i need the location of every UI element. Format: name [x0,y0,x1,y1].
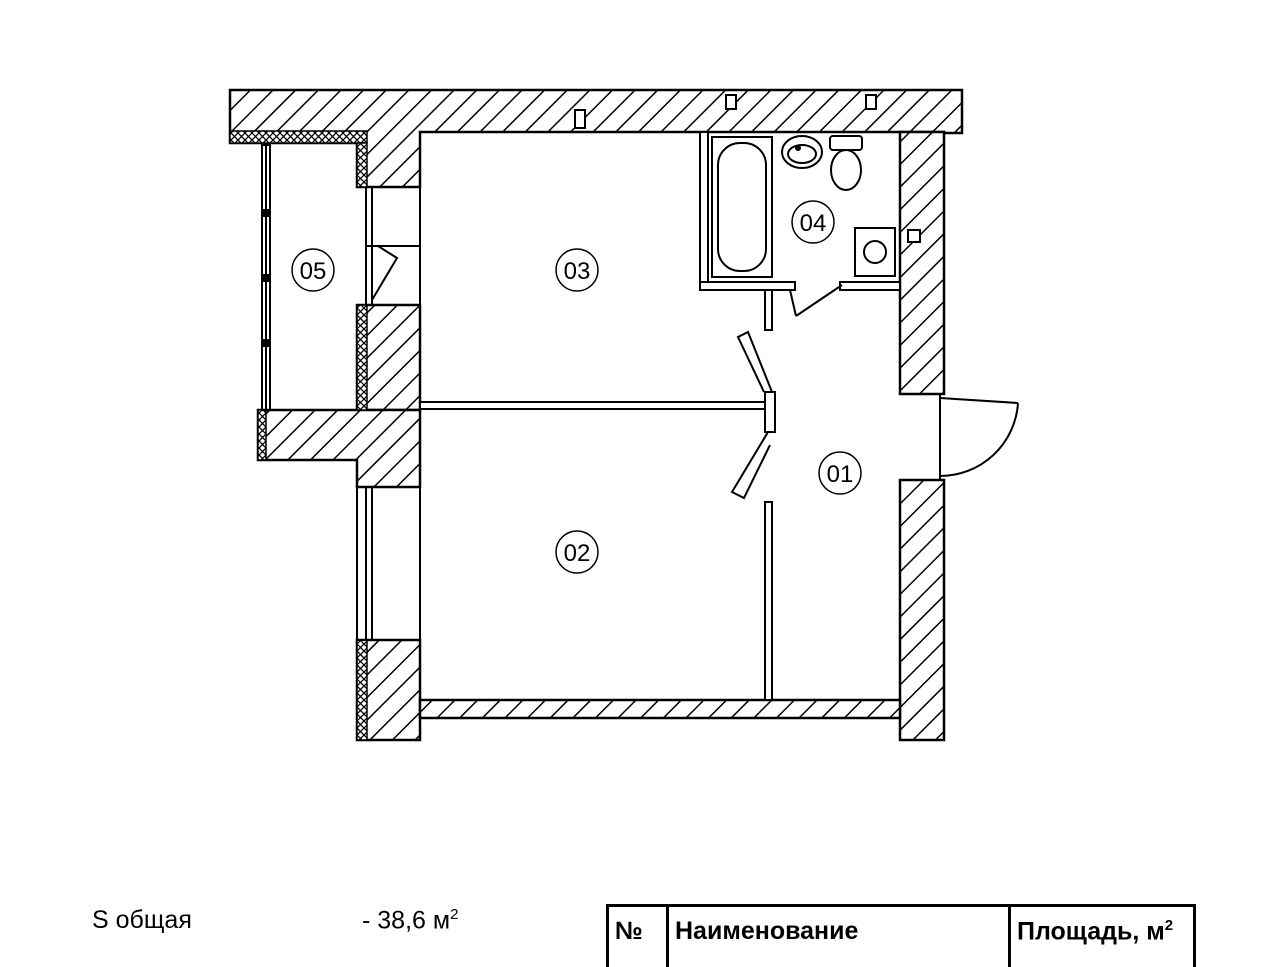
toilet-tank [829,135,863,151]
room-03-marker: 03 [555,248,599,292]
table-header-name: Наименование [669,907,1011,967]
partition-rooms [419,401,771,410]
partition-vert-mid [764,391,776,433]
insulation-left-upper [356,142,368,188]
wall-right-lower [898,478,946,742]
room-04-marker: 04 [791,200,835,244]
toilet-bowl [830,149,862,191]
room-03-label: 03 [564,258,591,285]
rooms-table-header: № Наименование Площадь, м2 [606,904,1196,967]
room-04-label: 04 [800,210,827,237]
room-01-marker: 01 [818,451,862,495]
door-bathroom-left [789,289,797,317]
door-room-02 [730,431,771,500]
insulation-balcony [257,409,267,461]
room-02-marker: 02 [555,530,599,574]
insulation-top [229,130,368,144]
room-01-label: 01 [827,461,854,488]
door-room-03 [736,330,773,393]
floor-plan: 05 03 04 01 02 [228,88,1019,742]
wall-right-upper [898,130,946,396]
room-05-label: 05 [300,258,327,285]
table-header-number: № [609,907,669,967]
table-header-area: Площадь, м2 [1017,917,1174,946]
window-room-02 [356,486,421,641]
partition-bath-bottom-right [839,281,901,291]
partition-bath-bottom [699,281,796,291]
partition-bath-left [699,131,709,291]
partition-vert-lower [764,501,773,701]
wall-balcony-bottom [256,408,422,489]
entrance-door [939,397,1019,404]
partition-vert-upper [764,289,773,331]
door-bathroom-right [795,284,843,317]
total-area-value: - 38,6 м2 [362,906,459,935]
total-area-label: S общая [92,906,192,934]
insulation-left-mid [356,304,368,411]
balcony-door [371,245,399,301]
wall-bottom [418,698,902,720]
room-05-marker: 05 [291,248,335,292]
insulation-left-lower [356,639,368,741]
room-02-label: 02 [564,540,591,567]
